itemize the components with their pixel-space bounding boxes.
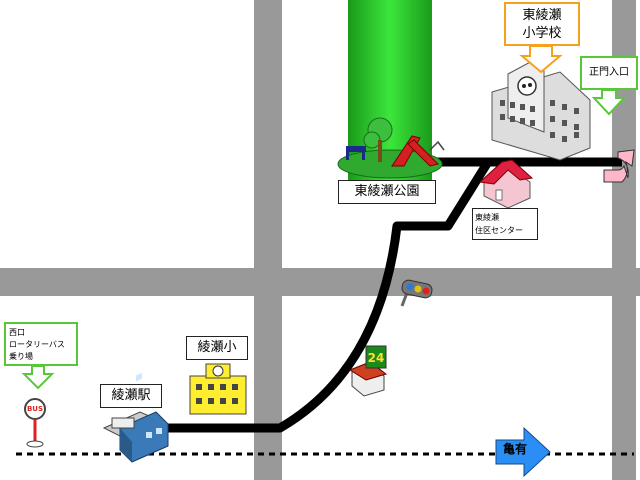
station-train-icon	[102, 372, 170, 463]
school-building-icon	[491, 59, 591, 161]
house-icon	[478, 159, 534, 209]
bus-rotary-line2: ロータリーバス	[9, 340, 65, 349]
elementary-school-icon	[189, 363, 247, 415]
community-center-line1: 東綾瀬	[475, 213, 499, 222]
ayase-station-label: 綾瀬駅	[100, 384, 162, 408]
school-label: 東綾瀬 小学校	[504, 2, 580, 46]
kameari-label: 亀有	[502, 442, 527, 456]
gate-arrow-icon	[603, 149, 635, 183]
school-pointer-icon	[519, 45, 563, 74]
road-horizontal	[0, 268, 640, 296]
traffic-light-icon	[400, 279, 433, 307]
road-vertical-left	[254, 0, 282, 480]
gate-pointer-icon	[591, 89, 627, 116]
convenience-store-icon: 24	[348, 345, 388, 397]
bus-rotary-line3: 乗り場	[9, 352, 33, 361]
bus-stop-icon	[26, 420, 44, 448]
main-gate-text: 正門入口	[589, 67, 629, 78]
park-playground-icon	[337, 117, 445, 179]
community-center-label: 東綾瀬 住区センター	[472, 208, 538, 240]
park-label: 東綾瀬公園	[338, 180, 436, 204]
bus-sign-text: BUS	[26, 405, 44, 413]
school-label-line2: 小学校	[522, 26, 562, 41]
bus-rotary-label: 西口 ロータリーバス 乗り場	[4, 322, 78, 366]
ayase-elementary-text: 綾瀬小	[197, 340, 237, 355]
route-path	[168, 157, 622, 433]
community-center-line2: 住区センター	[475, 226, 523, 235]
park-text: 東綾瀬公園	[354, 184, 420, 199]
bus-rotary-line1: 西口	[9, 328, 25, 337]
main-gate-label: 正門入口	[580, 56, 638, 90]
bus-sign: BUS	[24, 398, 46, 420]
direction-arrow-icon	[495, 426, 551, 478]
svg-text:24: 24	[368, 351, 385, 365]
ayase-station-text: 綾瀬駅	[111, 388, 151, 403]
school-label-line1: 東綾瀬	[522, 8, 562, 23]
ayase-elementary-label: 綾瀬小	[186, 336, 248, 360]
bus-pointer-icon	[21, 365, 55, 390]
